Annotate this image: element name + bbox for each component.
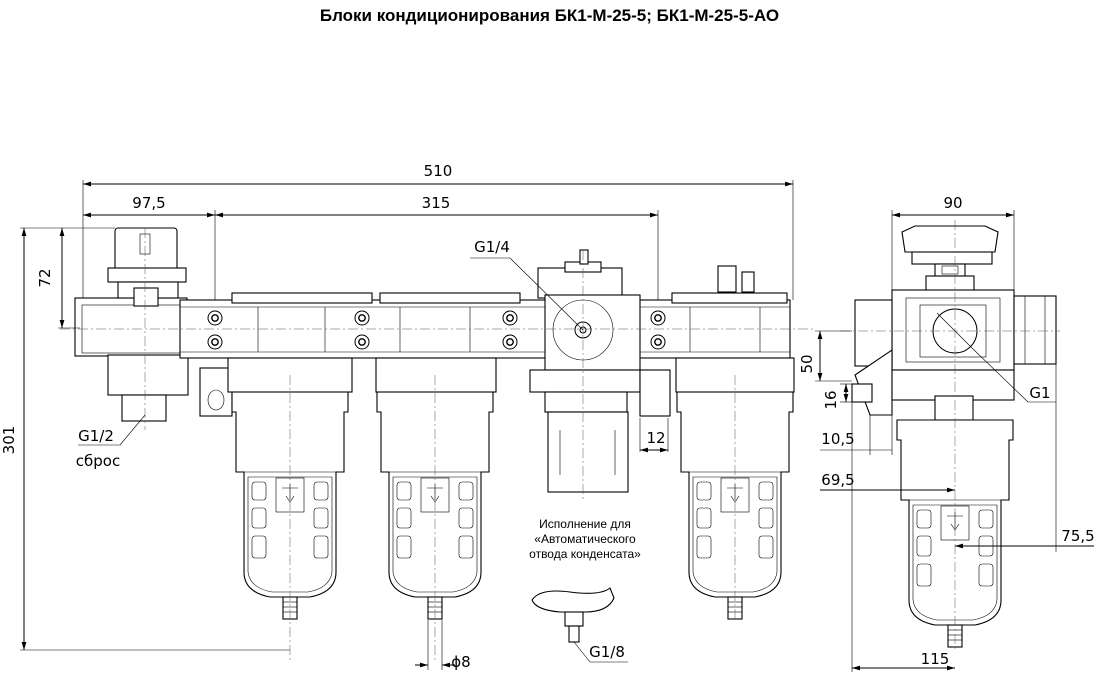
inlet-block (74, 297, 188, 357)
auto-drain-note-3: отвода конденсата» (529, 547, 641, 561)
dim-301: 301 (0, 426, 18, 455)
auto-drain-note-1: Исполнение для (539, 517, 631, 531)
dim-97-5: 97,5 (132, 194, 165, 212)
dim-phi8: ϕ8 (451, 653, 470, 671)
dim-16: 16 (822, 390, 840, 409)
side-body (891, 289, 1015, 371)
dim-g1: G1 (1029, 384, 1050, 402)
dim-12: 12 (646, 429, 665, 447)
side-view (851, 225, 1057, 648)
relief-port (121, 394, 167, 422)
dim-510: 510 (424, 162, 453, 180)
dim-50: 50 (798, 354, 816, 373)
knob (114, 227, 178, 271)
auto-drain-note-2: «Автоматического (534, 532, 636, 546)
page-title: Блоки кондиционирования БК1-М-25-5; БК1-… (319, 6, 780, 25)
side-dimensions: 90 50 16 10,5 69,5 G1 75,5 115 (798, 194, 1095, 672)
regulator (544, 294, 641, 371)
relief-label: сброс (76, 452, 120, 470)
dim-g1-4: G1/4 (474, 238, 510, 256)
dim-10-5: 10,5 (821, 430, 854, 448)
front-view: Исполнение для «Автоматического отвода к… (74, 227, 795, 643)
dim-g1-8: G1/8 (589, 643, 625, 661)
front-dimensions: 510 97,5 315 G1/4 72 301 G1/2 сброс 12 (0, 162, 794, 671)
dim-90: 90 (943, 194, 962, 212)
dim-69-5: 69,5 (821, 471, 854, 489)
dim-g1-2: G1/2 (78, 427, 114, 445)
dim-115: 115 (921, 650, 950, 668)
dim-75-5: 75,5 (1061, 527, 1094, 545)
dim-315: 315 (422, 194, 451, 212)
dim-72: 72 (36, 268, 54, 287)
